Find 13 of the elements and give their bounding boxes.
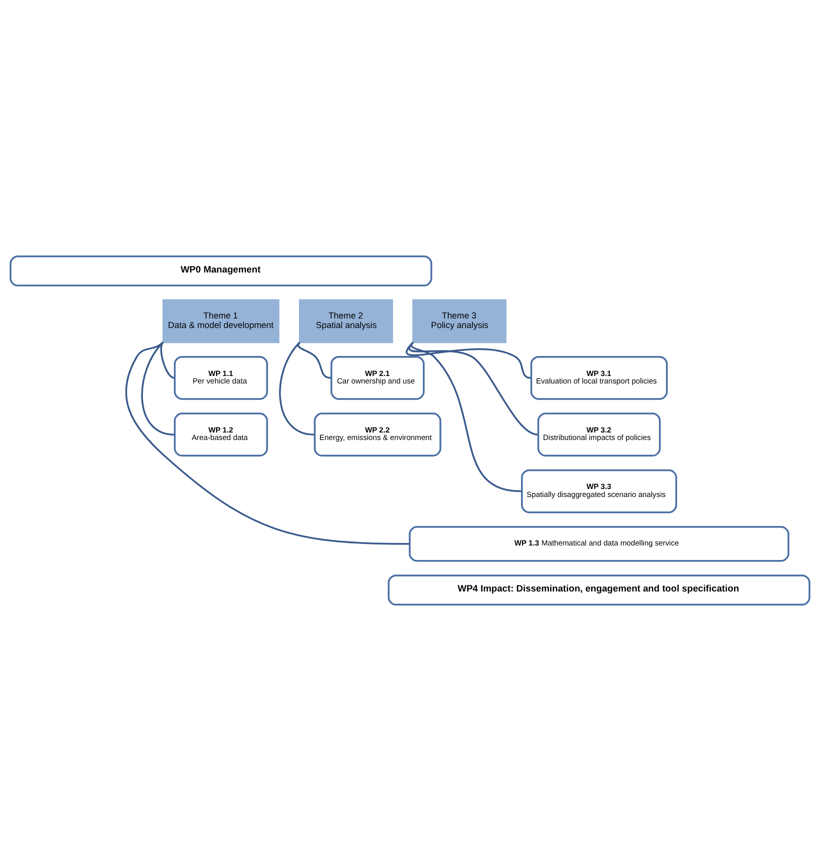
connector bbox=[279, 341, 314, 435]
node-box: Theme 1 Data & model development bbox=[162, 298, 280, 343]
node-box: WP0 Management bbox=[10, 254, 432, 286]
connector bbox=[160, 341, 174, 378]
node-box: WP4 Impact: Dissemination, engagement and tool specification bbox=[388, 574, 810, 606]
connector bbox=[408, 341, 538, 435]
connector bbox=[141, 341, 174, 435]
connector bbox=[406, 341, 531, 378]
node-box: Theme 2 Spatial analysis bbox=[298, 298, 394, 343]
node-box: Theme 3 Policy analysis bbox=[412, 298, 506, 343]
connector bbox=[410, 341, 522, 492]
connector bbox=[125, 341, 410, 544]
connector bbox=[297, 341, 331, 378]
